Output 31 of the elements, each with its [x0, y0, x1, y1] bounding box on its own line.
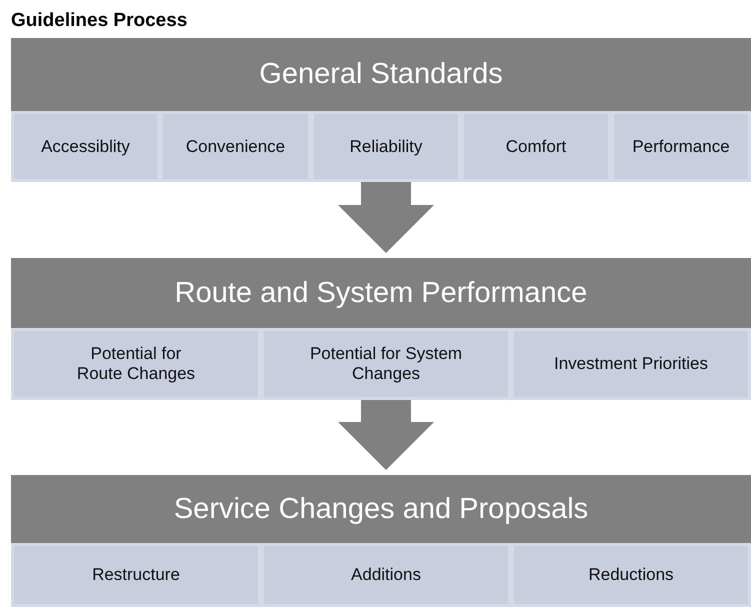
stage-header-band [11, 38, 751, 111]
category-box [11, 328, 261, 400]
category-label: Reliability [350, 136, 422, 156]
category-box [261, 543, 511, 607]
category-box [11, 543, 261, 607]
category-label: Accessiblity [41, 136, 130, 156]
category-box [311, 111, 461, 182]
category-box [511, 543, 751, 607]
stage-title: General Standards [259, 58, 503, 91]
diagram-title: Guidelines Process [11, 10, 188, 32]
category-label: Investment Priorities [554, 354, 708, 374]
category-label: Restructure [92, 565, 180, 585]
category-label: Performance [632, 136, 730, 156]
down-arrow [338, 182, 434, 253]
category-label: Convenience [186, 136, 286, 156]
stage-header-band [11, 475, 751, 543]
category-label: Reductions [588, 565, 674, 585]
category-box [11, 111, 160, 182]
category-label: Potential for Route Changes [76, 344, 196, 384]
category-label: Comfort [506, 136, 566, 156]
stage-title: Route and System Performance [174, 276, 588, 310]
category-label: Potential for System Changes [308, 344, 464, 384]
category-box [160, 111, 311, 182]
stage-header-band [11, 258, 751, 328]
stage-title: Service Changes and Proposals [174, 492, 588, 526]
category-box [261, 328, 511, 400]
category-box [461, 111, 611, 182]
category-label: Additions [351, 565, 421, 585]
category-box [611, 111, 751, 182]
category-box [511, 328, 751, 400]
down-arrow [338, 400, 434, 470]
